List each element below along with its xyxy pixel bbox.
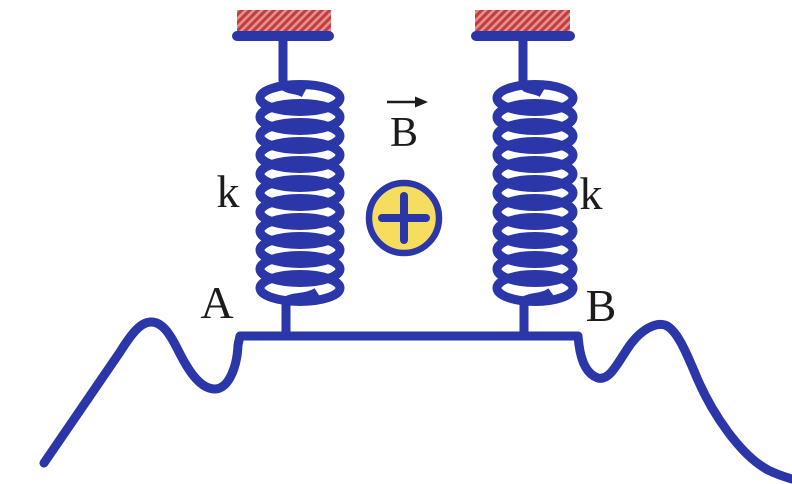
- field-label: B: [390, 110, 418, 156]
- spring-coil-loop: [492, 194, 578, 230]
- spring-coil-loop: [492, 232, 578, 268]
- right-spring: [492, 36, 578, 339]
- point-a-label: A: [200, 277, 233, 328]
- left-spring-constant-label: k: [217, 166, 240, 217]
- field-vector-label: B: [387, 96, 428, 156]
- spring-coil-loop: [255, 118, 345, 154]
- wire: [39, 317, 792, 484]
- spring-coil-loop: [492, 175, 578, 211]
- spring-coil-loop: [255, 232, 345, 268]
- spring-coil-loop: [492, 156, 578, 192]
- spring-coil-loop: [255, 270, 345, 306]
- hatched-ceiling-right: [475, 10, 570, 33]
- spring-coil-loop: [492, 118, 578, 154]
- spring-coil-loop: [492, 270, 578, 306]
- spring-coil-loop: [255, 194, 345, 230]
- left-spring: [255, 36, 345, 339]
- hatched-ceiling-left: [237, 10, 331, 33]
- spring-coil-loop: [492, 80, 578, 116]
- spring-coil-loop: [492, 251, 578, 287]
- spring-coil-loop: [255, 137, 345, 173]
- spring-coil-loop: [255, 251, 345, 287]
- spring-coil-loop: [255, 156, 345, 192]
- spring-coil-loop: [492, 99, 578, 135]
- spring-coil-loop: [492, 137, 578, 173]
- right-spring-constant-label: k: [580, 168, 603, 219]
- spring-coil-loop: [255, 80, 345, 116]
- spring-coil-loop: [492, 213, 578, 249]
- spring-coil-loop: [255, 213, 345, 249]
- point-b-label: B: [586, 280, 617, 331]
- field-symbol: [365, 179, 443, 257]
- vector-arrow-head: [415, 96, 428, 108]
- spring-coil-loop: [255, 175, 345, 211]
- spring-coil-loop: [255, 99, 345, 135]
